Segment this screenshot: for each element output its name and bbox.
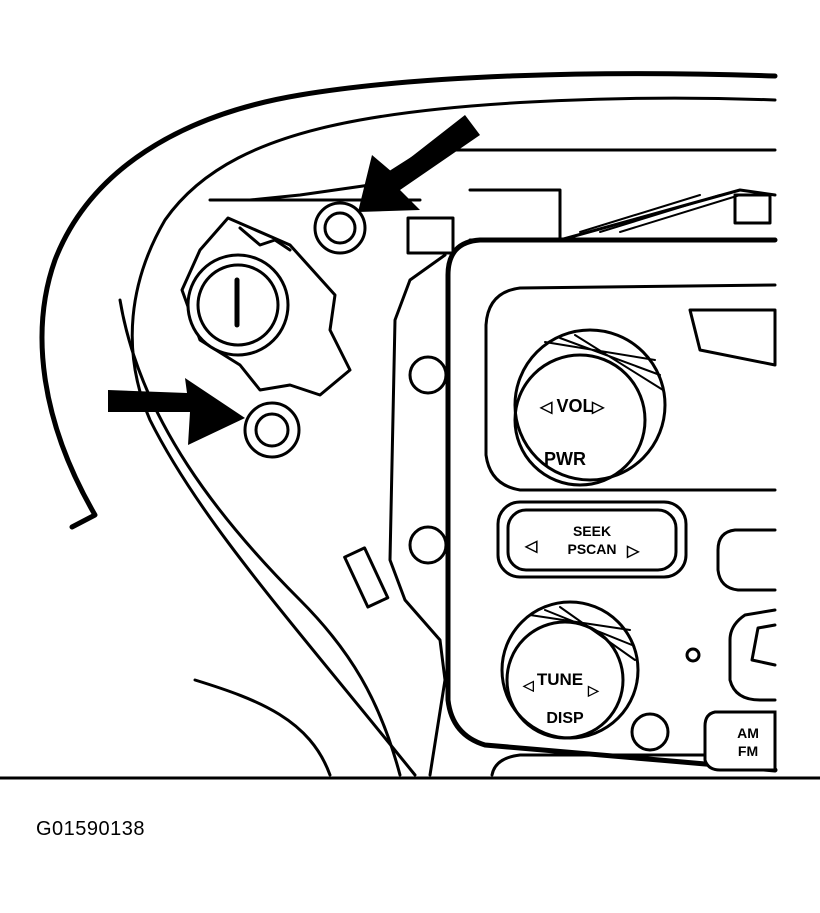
volume-knob: VOL ◁ ▷ PWR <box>513 328 667 487</box>
display-label: DISP <box>546 710 584 727</box>
svg-text:◁: ◁ <box>522 677 534 693</box>
radio-faceplate <box>445 237 778 777</box>
svg-text:▷: ▷ <box>626 543 640 560</box>
svg-text:▷: ▷ <box>587 682 600 698</box>
power-label: PWR <box>544 449 586 469</box>
radio-mount-frame <box>388 253 448 777</box>
upper-screw <box>313 201 367 255</box>
svg-text:◁: ◁ <box>524 538 538 555</box>
tune-label: TUNE <box>537 670 583 689</box>
am-fm-button: AM FM <box>703 710 777 772</box>
pscan-label: PSCAN <box>567 541 616 557</box>
lower-screw <box>243 401 301 459</box>
volume-knob-label: VOL <box>556 396 593 416</box>
fm-label: FM <box>738 743 758 759</box>
tune-knob: TUNE ◁ ▷ DISP <box>500 600 640 740</box>
svg-text:◁: ◁ <box>539 399 553 416</box>
lower-arrow-icon <box>108 378 245 445</box>
seek-button: SEEK PSCAN ◁ ▷ <box>496 500 688 579</box>
side-button <box>716 528 777 702</box>
figure-id-label: G01590138 <box>36 818 146 840</box>
svg-text:▷: ▷ <box>591 399 605 416</box>
seek-label: SEEK <box>573 523 611 539</box>
small-round-button <box>630 712 670 752</box>
lighter-socket <box>180 216 352 397</box>
upper-arrow-icon <box>358 115 480 212</box>
am-label: AM <box>737 725 759 741</box>
